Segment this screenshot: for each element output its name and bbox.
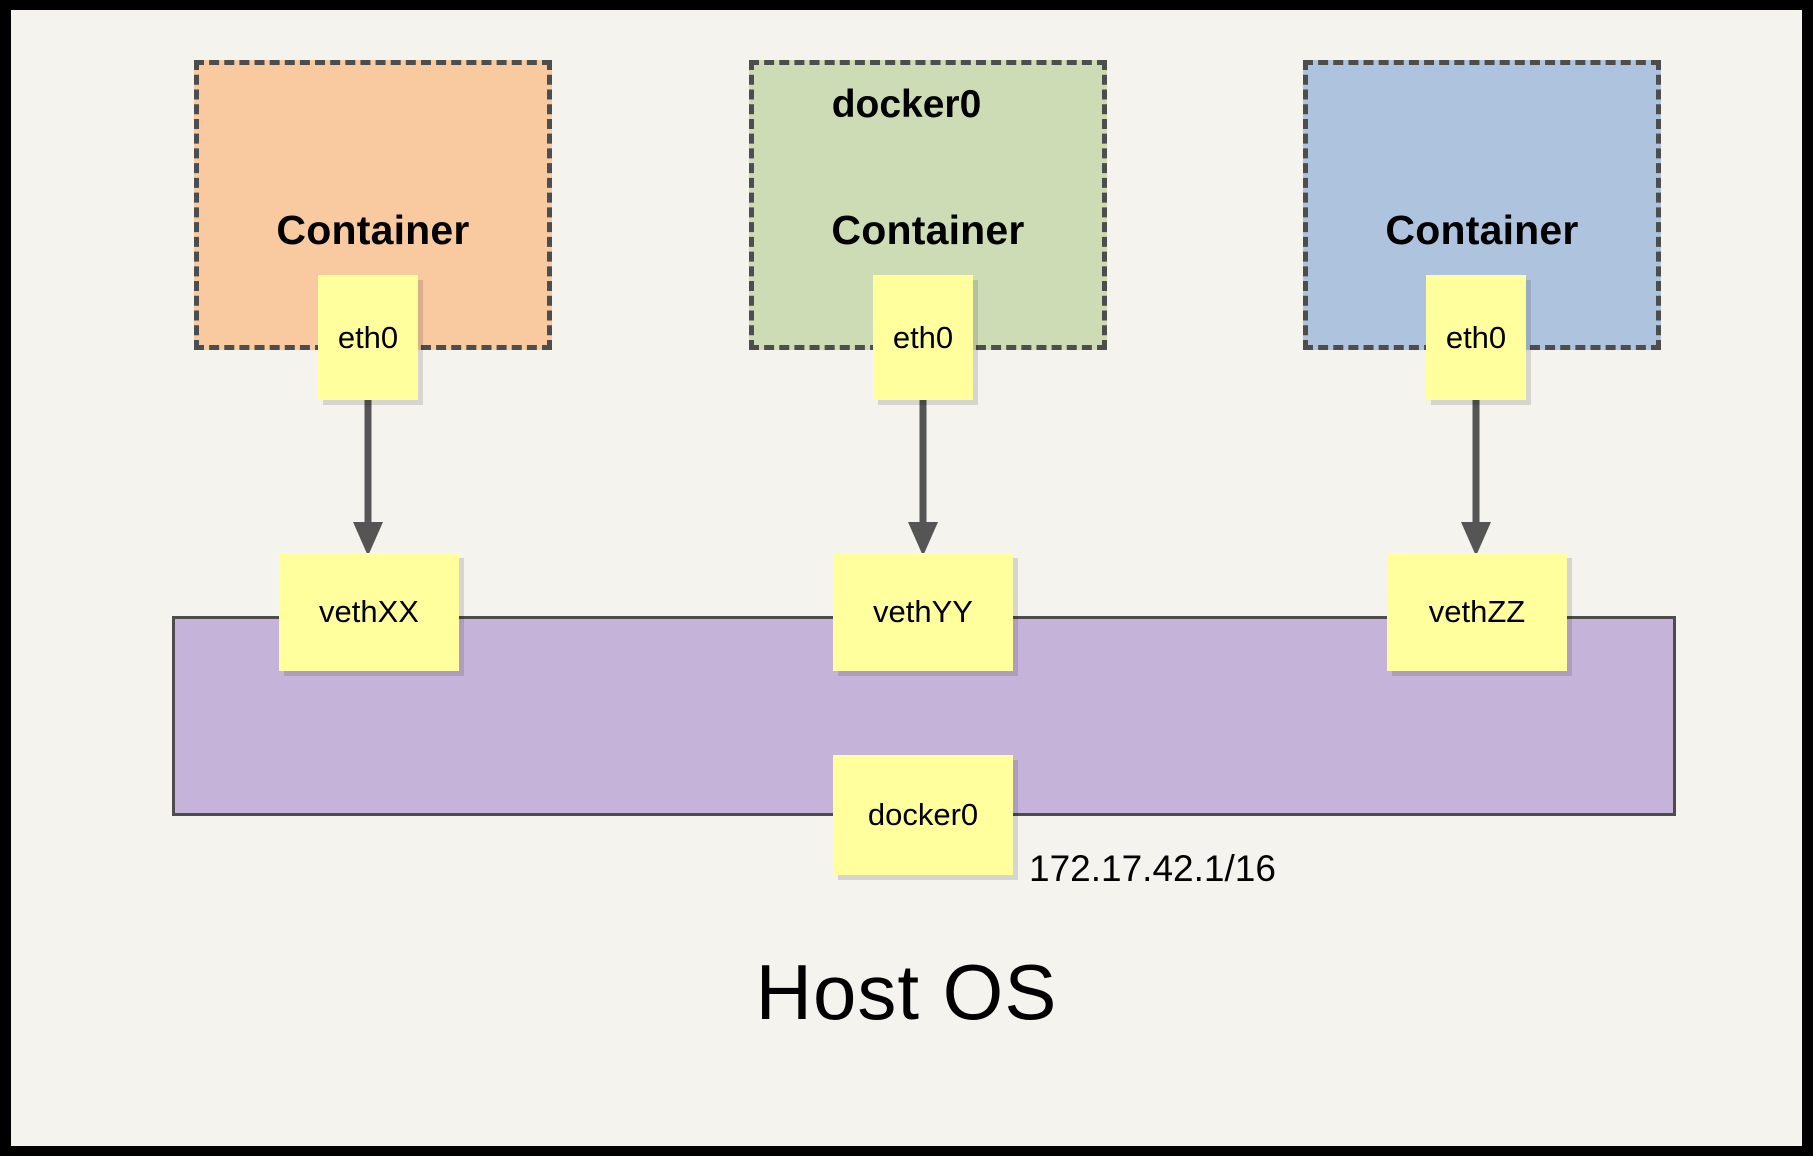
eth0-interface-box-3: eth0 <box>1426 275 1526 400</box>
docker0-bridge-label: docker0 <box>831 83 982 126</box>
container-label-3: Container <box>1385 207 1579 253</box>
veth-box-xx: vethXX <box>279 553 459 671</box>
diagram-canvas: Container Container Container eth0 eth0 … <box>11 10 1802 1146</box>
eth0-interface-box-1: eth0 <box>318 275 418 400</box>
docker0-ip-address-label: 172.17.42.1/16 <box>1029 848 1276 889</box>
veth-box-yy: vethYY <box>833 553 1013 671</box>
eth0-interface-box-2: eth0 <box>873 275 973 400</box>
host-os-label: Host OS <box>755 948 1058 1036</box>
container-label-2: Container <box>831 207 1025 253</box>
veth-box-zz: vethZZ <box>1387 553 1567 671</box>
container-label-1: Container <box>276 207 470 253</box>
docker0-interface-box: docker0 <box>833 755 1013 875</box>
